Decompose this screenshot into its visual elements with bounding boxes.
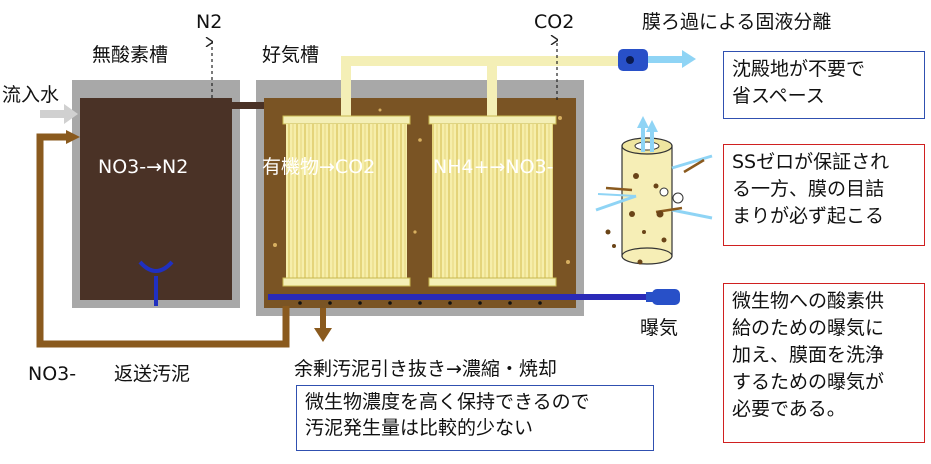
nitrification-label: NH4+→NO3- — [433, 156, 554, 178]
anoxic-tank-label: 無酸素槽 — [92, 44, 169, 66]
note-line: 必要である。 — [732, 398, 846, 420]
note-line: 微生物への酸素供 — [732, 290, 885, 312]
aerobic-tank-label: 好気槽 — [262, 44, 320, 66]
membrane-separation-label: 膜ろ過による固液分離 — [642, 11, 832, 33]
anoxic-reaction-label: NO3-→N2 — [98, 156, 189, 178]
note-line: SSゼロが保証され — [732, 151, 890, 173]
return-sludge-arrowhead — [66, 130, 80, 144]
excess-sludge-label: 余剰汚泥引き抜き→濃縮・焼却 — [294, 358, 557, 380]
recycle-no3-label: NO3- — [28, 363, 77, 385]
organic-reaction-label: 有機物→CO2 — [262, 156, 376, 178]
note-sludge-concentration: 微生物濃度を高く保持できるので 汚泥発生量は比較的少ない — [296, 385, 654, 451]
membrane-module-1 — [282, 115, 411, 287]
overflow-pipe — [232, 102, 264, 109]
return-sludge-label: 返送汚泥 — [114, 363, 191, 385]
anoxic-tank — [72, 80, 240, 308]
note-line: まりが必ず起こる — [732, 205, 885, 227]
note-line: 省スペース — [732, 85, 825, 107]
inflow-arrow — [40, 104, 78, 124]
permeate-pipe — [341, 56, 623, 118]
permeate-outflow-arrow — [648, 50, 696, 68]
note-line: 微生物濃度を高く保持できるので — [305, 391, 590, 413]
note-line: 沈殿地が不要で — [732, 58, 866, 80]
note-line: 給のための曝気に — [732, 317, 885, 339]
co2-label: CO2 — [534, 11, 575, 33]
note-line: る一方、膜の目詰 — [732, 178, 885, 200]
note-aeration-purpose: 微生物への酸素供 給のための曝気に 加え、膜面を洗浄 するための曝気が 必要であ… — [723, 283, 925, 443]
membrane-module-2 — [428, 115, 557, 287]
hollow-fiber-closeup — [595, 116, 713, 265]
aeration-pipe — [268, 289, 680, 305]
note-line: するための曝気が — [732, 371, 885, 393]
excess-sludge-arrow — [314, 308, 332, 342]
return-sludge-line — [36, 133, 290, 348]
note-no-settling-tank: 沈殿地が不要で 省スペース — [723, 51, 925, 119]
aeration-label: 曝気 — [640, 317, 679, 339]
note-ss-zero: SSゼロが保証され る一方、膜の目詰 まりが必ず起こる — [723, 144, 925, 246]
inflow-label: 流入水 — [2, 84, 60, 106]
note-line: 加え、膜面を洗浄 — [732, 344, 885, 366]
permeate-pump-icon — [618, 49, 648, 71]
mixer-icon — [138, 260, 174, 306]
note-line: 汚泥発生量は比較的少ない — [305, 417, 534, 439]
n2-label: N2 — [196, 11, 223, 33]
